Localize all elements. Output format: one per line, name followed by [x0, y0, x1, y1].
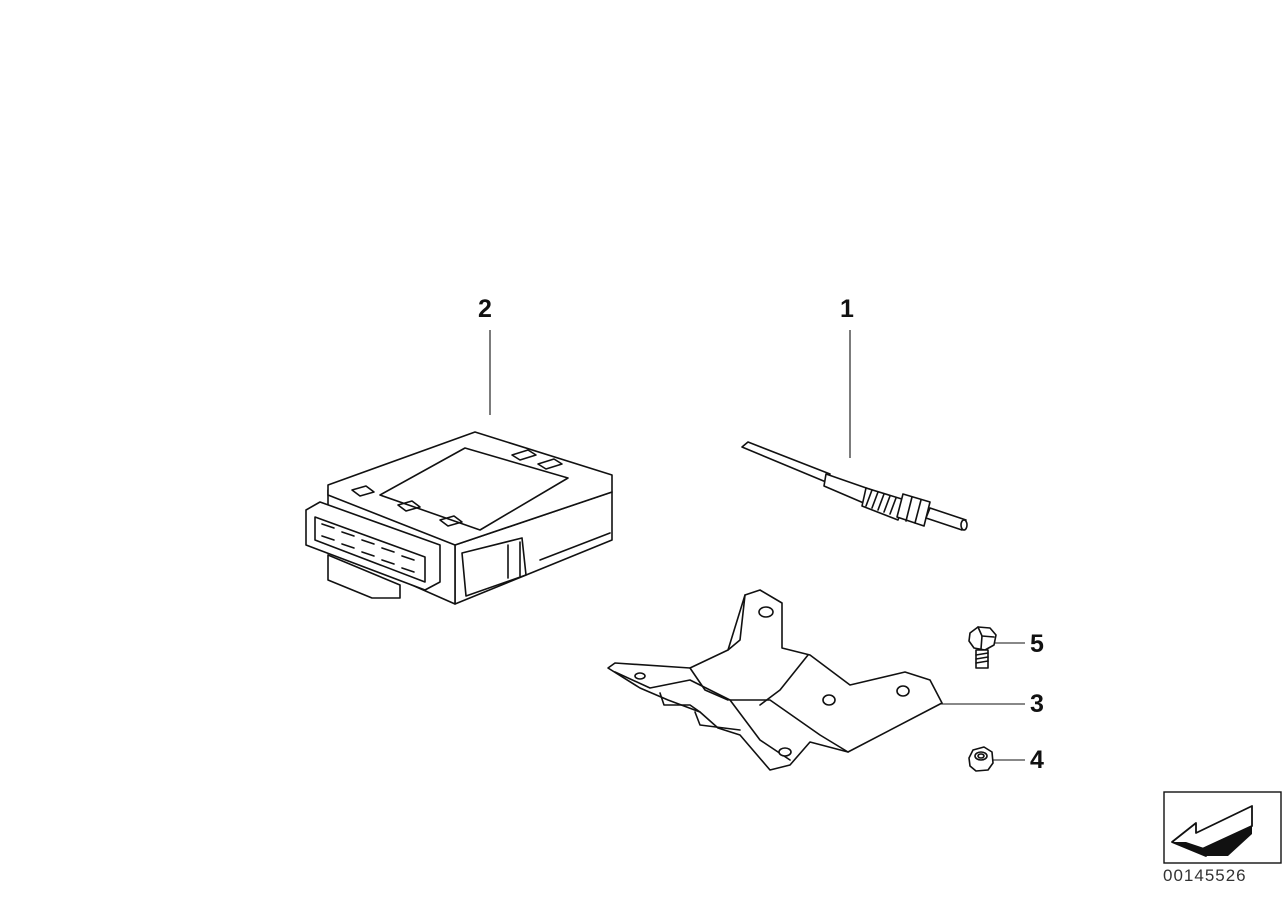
bolt-part — [968, 626, 997, 669]
bracket-part — [607, 589, 943, 771]
nut-part — [968, 746, 994, 772]
glow-plug-part — [741, 441, 968, 531]
callout-part-1: 1 — [840, 295, 854, 323]
callout-part-3: 3 — [1030, 690, 1044, 718]
arrow-down-left-icon — [1163, 791, 1282, 864]
leader-lines — [489, 330, 1025, 761]
callout-part-4: 4 — [1030, 746, 1044, 774]
callout-part-5: 5 — [1030, 630, 1044, 658]
callout-part-2: 2 — [478, 295, 492, 323]
diagram-id-label: 00145526 — [1163, 866, 1247, 885]
control-unit-part — [305, 431, 613, 605]
